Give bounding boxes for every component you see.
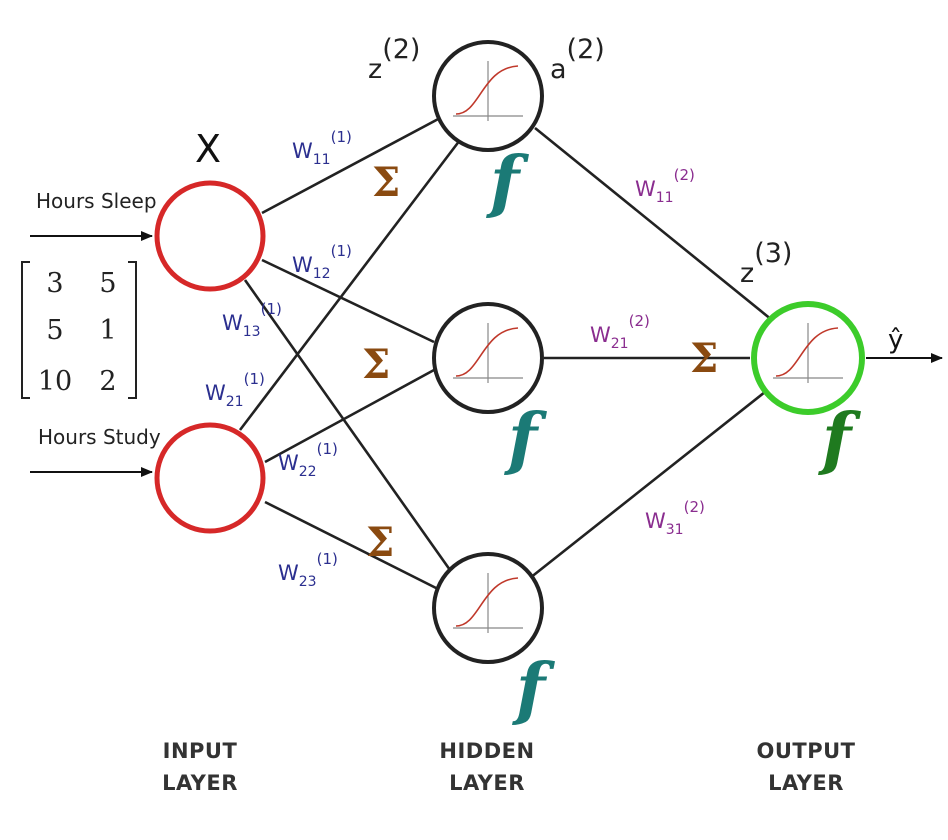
hidden-node-2: [432, 302, 544, 414]
activation-f-hidden-2: f: [504, 399, 547, 479]
caption-hidden-line1: HIDDEN: [439, 739, 534, 763]
weight-w13-1: W13(1): [222, 300, 282, 340]
matrix-cell: 3: [46, 268, 63, 299]
weight-w22-1: W22(1): [278, 440, 338, 480]
matrix-bracket-left: [21, 261, 30, 399]
edge-h1-o: [534, 126, 773, 322]
input-node-sleep: [154, 180, 266, 292]
caption-input-line1: INPUT: [163, 739, 238, 763]
hidden-z-label: z(2): [368, 34, 420, 85]
sigma-output: Σ: [690, 335, 718, 382]
caption-hidden-line2: LAYER: [449, 771, 525, 795]
weight-w31-2: W31(2): [645, 498, 705, 538]
weight-w21-2: W21(2): [590, 312, 650, 352]
activation-f-hidden-1: f: [486, 142, 529, 222]
sigma-hidden-3: Σ: [366, 519, 394, 566]
output-z-label: z(3): [740, 238, 792, 289]
input-symbol: X: [195, 127, 221, 171]
sigma-hidden-2: Σ: [362, 341, 390, 388]
weight-w23-1: W23(1): [278, 550, 338, 590]
matrix-cell: 5: [99, 268, 116, 299]
edge-x1-h1: [261, 115, 443, 215]
matrix-cell: 1: [99, 315, 116, 346]
weight-w21-1: W21(1): [205, 370, 265, 410]
input-matrix: 3 5 5 1 10 2: [21, 261, 137, 399]
input-label-study: Hours Study: [38, 425, 161, 449]
edge-x2-h1: [238, 139, 462, 431]
activation-f-output: f: [818, 399, 861, 479]
output-yhat-label: ŷ: [888, 325, 903, 355]
matrix-bracket-right: [128, 261, 137, 399]
caption-input-line2: LAYER: [162, 771, 238, 795]
edge-x1-h3: [243, 279, 452, 571]
activation-f-hidden-3: f: [512, 649, 555, 729]
caption-output-line2: LAYER: [768, 771, 844, 795]
edge-h3-o: [529, 390, 766, 580]
matrix-cell: 2: [99, 366, 116, 397]
weight-w11-2: W11(2): [635, 166, 695, 206]
edge-x1-h2: [261, 258, 435, 344]
caption-output-line1: OUTPUT: [757, 739, 856, 763]
connections-layer-1: [238, 115, 462, 592]
hidden-a-label: a(2): [550, 34, 605, 85]
weight-w12-1: W12(1): [292, 242, 352, 282]
output-node: [751, 301, 865, 415]
edge-x2-h3: [264, 500, 441, 592]
matrix-cell: 10: [38, 366, 72, 397]
sigma-hidden-1: Σ: [372, 159, 400, 206]
hidden-node-3: [432, 552, 544, 664]
weight-w11-1: W11(1): [292, 128, 352, 168]
input-label-sleep: Hours Sleep: [36, 189, 157, 213]
matrix-cell: 5: [46, 315, 63, 346]
edge-x2-h2: [264, 368, 435, 464]
connections-layer-2: [529, 126, 773, 580]
input-node-study: [154, 422, 266, 534]
hidden-node-1: [432, 40, 544, 152]
